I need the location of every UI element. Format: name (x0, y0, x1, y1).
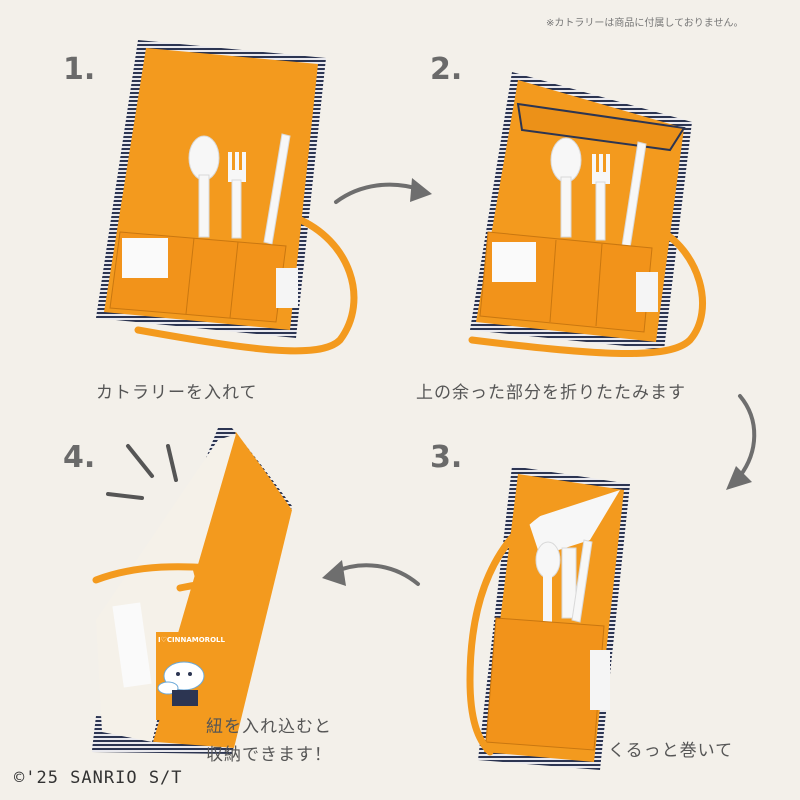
copyright-text: ©'25 SANRIO S/T (14, 768, 183, 788)
step-3-caption: くるっと巻いて (608, 741, 734, 761)
step-1-caption: カトラリーを入れて (96, 383, 258, 403)
product-label-text: I♡CINNAMOROLL (158, 636, 225, 644)
arrow-step1-to-2-icon (334, 178, 432, 204)
step-4-number: 4. (63, 440, 96, 475)
step-2-number: 2. (430, 52, 463, 87)
cinnamoroll-character-icon (157, 661, 205, 706)
cutlery-not-included-note: ※カトラリーは商品に付属しておりません。 (546, 18, 744, 29)
arrow-step2-to-3-icon (726, 394, 757, 490)
step-3-fork-icon (561, 547, 577, 619)
step-4-caption-line2: 収納できます！ (206, 745, 332, 765)
step-1-spoon-icon (188, 135, 220, 238)
step-3-chopsticks-icon (571, 539, 593, 623)
arrow-step3-to-4-icon (322, 560, 420, 586)
step-2-spoon-icon (550, 137, 582, 238)
step-2-case (468, 72, 706, 357)
step-2-fork-icon (592, 154, 610, 241)
step-1-fork-icon (228, 152, 246, 239)
step-4-caption-line1: 紐を入れ込むと (206, 717, 332, 737)
step-4-case (92, 428, 292, 754)
sparkle-icon (106, 444, 178, 500)
step-1-number: 1. (63, 52, 96, 87)
step-3-spoon-icon (535, 541, 561, 624)
step-3-case (466, 466, 630, 770)
step-2-caption: 上の余った部分を折りたたみます (416, 383, 686, 403)
step-1-chopsticks-icon (263, 133, 291, 245)
step-1-care-label (122, 238, 168, 278)
step-1-case (96, 40, 358, 355)
step-3-number: 3. (430, 440, 463, 475)
step-2-care-label (492, 242, 536, 282)
step-4-brand-tag (112, 602, 152, 688)
